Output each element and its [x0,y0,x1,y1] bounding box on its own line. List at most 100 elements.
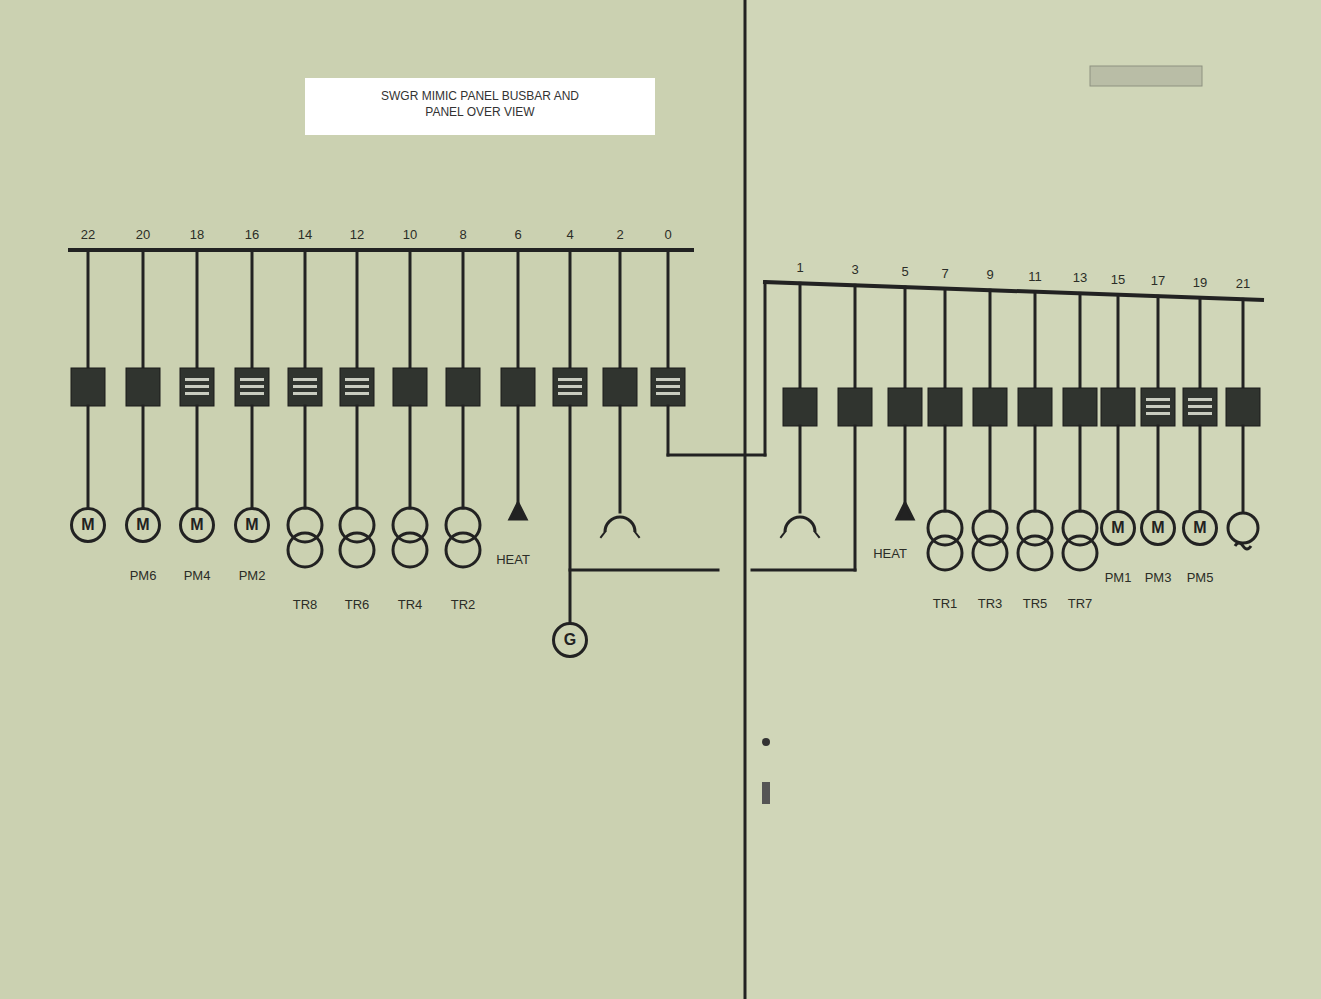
feeder-line [667,250,670,368]
feeder-line [251,250,254,368]
breaker-stripe [558,385,582,388]
wire [1117,426,1120,510]
breaker-box [1063,388,1097,426]
symbol-letter: M [1193,520,1206,536]
wire [667,406,670,455]
breaker-box [1226,388,1260,426]
breaker-stripe [185,378,209,381]
cable-end-symbol [605,517,635,532]
breaker-box [603,368,637,406]
motor-circle: M [125,507,161,543]
transformer-label: TR8 [293,598,318,612]
breaker-stripe [558,392,582,395]
panel-number: 11 [1028,270,1042,284]
transformer-label: TR5 [1023,597,1048,611]
wire [1079,426,1082,511]
breaker-box [1101,388,1135,426]
feeder-line [619,250,622,368]
heater-symbol [897,503,913,519]
panel-number: 10 [403,228,417,242]
feeder-line [409,250,412,368]
transformer-winding [446,533,480,567]
motor-circle: M [1140,510,1176,546]
feeder-line [989,290,992,388]
symbol-letter: M [245,517,258,533]
feeder-line [1117,295,1120,388]
transformer-winding [288,533,322,567]
door-screw [762,738,770,746]
breaker-stripe [558,378,582,381]
symbol-letter: M [1151,520,1164,536]
panel-number: 1 [796,261,803,275]
breaker-stripe [656,378,680,381]
breaker-box [928,388,962,426]
panel-number: 18 [190,228,204,242]
feeder-line [462,250,465,368]
breaker-stripe [656,385,680,388]
feeder-line [854,285,857,388]
feeder-line [517,250,520,368]
breaker-stripe [656,392,680,395]
transformer-label: TR6 [345,598,370,612]
breaker-box [783,388,817,426]
transformer-label: TR7 [1068,597,1093,611]
breaker-stripe [1146,405,1170,408]
wire [1199,426,1202,510]
panel-number: 0 [664,228,671,242]
symbol-letter: M [190,517,203,533]
panel-number: 9 [986,268,993,282]
wire [1034,426,1037,511]
symbol-letter: M [81,517,94,533]
breaker-box [501,368,535,406]
name-plate [1090,66,1202,86]
breaker-stripe [1188,398,1212,401]
panel-number: 8 [459,228,466,242]
feeder-line [1157,296,1160,388]
panel-number: 17 [1151,274,1165,288]
panel-number: 3 [851,263,858,277]
wire [356,406,359,508]
panel-number: 2 [616,228,623,242]
breaker-stripe [185,385,209,388]
bus-coupler-line [764,282,767,455]
wire [251,406,254,507]
breaker-stripe [345,385,369,388]
motor-label: PM1 [1105,571,1132,585]
heater-label: HEAT [873,547,907,561]
wire [304,406,307,508]
panel-number: 19 [1193,276,1207,290]
cable-end-symbol [601,532,605,537]
left-door [0,0,745,999]
wire [517,406,520,505]
motor-circle: M [234,507,270,543]
generator-circle: G [552,622,588,658]
cable-end-symbol [815,532,819,537]
wire [904,426,907,505]
heater-label: HEAT [496,553,530,567]
feeder-line [1242,299,1245,388]
breaker-stripe [1146,412,1170,415]
panel-number: 16 [245,228,259,242]
door-divider [744,0,747,999]
breaker-stripe [240,378,264,381]
feeder-line [1034,292,1037,388]
breaker-stripe [240,385,264,388]
breaker-box [553,368,587,406]
panel-number: 21 [1236,277,1250,291]
breaker-box [235,368,269,406]
door-lock [762,782,770,804]
breaker-box [1183,388,1217,426]
right-door [745,0,1321,999]
panel-number: 12 [350,228,364,242]
motor-circle: M [70,507,106,543]
wire [854,426,857,570]
breaker-stripe [240,392,264,395]
transformer-label: TR4 [398,598,423,612]
wire [1242,426,1245,512]
transformer-label: TR3 [978,597,1003,611]
wire [196,406,199,507]
panel-number: 20 [136,228,150,242]
feeder-line [904,287,907,388]
